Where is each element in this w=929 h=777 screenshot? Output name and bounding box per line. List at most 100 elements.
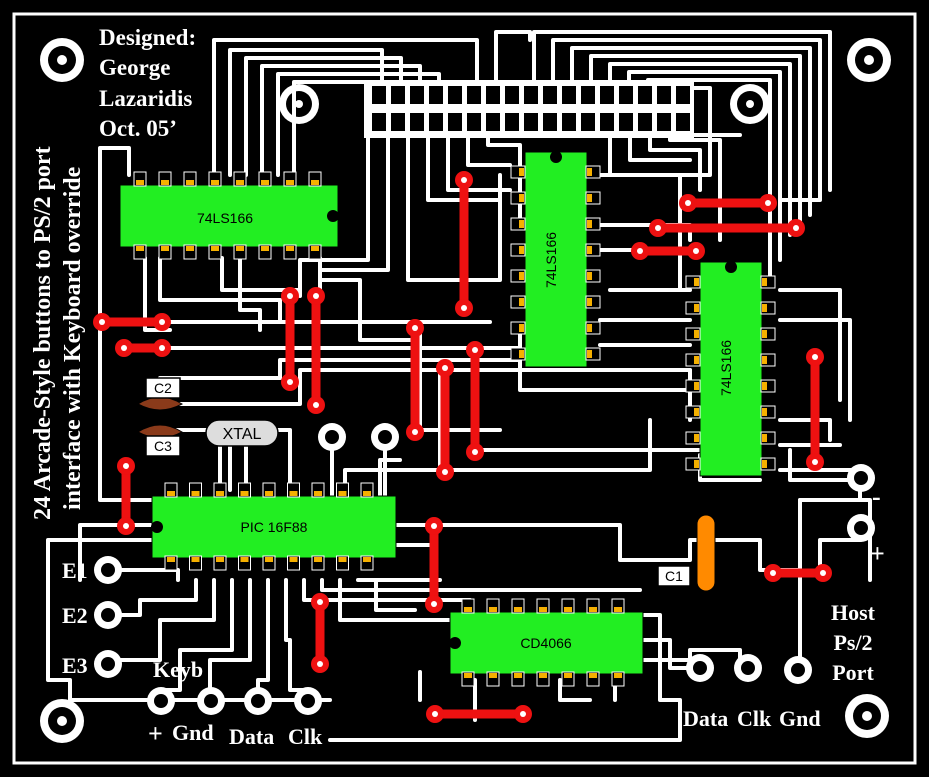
chip-mcu-pad — [265, 491, 273, 496]
chip-u1-pad — [136, 180, 144, 185]
chip-mcu-pad — [216, 557, 224, 562]
input-pad-e1-hole — [101, 563, 115, 577]
header-pin-bottom — [562, 113, 576, 131]
header-pin-top — [448, 86, 462, 104]
header-pin-bottom — [410, 113, 424, 131]
host-line-3: Port — [832, 660, 874, 685]
jumper-hole — [313, 402, 319, 408]
chip-u2-pad — [587, 246, 592, 254]
jumper-hole — [431, 601, 437, 607]
chip-mcu-pad — [363, 557, 371, 562]
header-pin-top — [486, 86, 500, 104]
jumper-hole — [655, 225, 661, 231]
chip-u1-pad — [261, 180, 269, 185]
chip-mcu: PIC 16F88 — [151, 495, 397, 559]
power-pad-plus-hole — [854, 521, 868, 535]
chip-switch-pad — [464, 607, 472, 612]
keyboard-labels: Keyb + Gnd Data Clk — [148, 657, 323, 749]
chip-u1: 74LS166 — [119, 184, 339, 248]
capacitor-c3: C3 — [137, 424, 183, 457]
header-pin-bottom — [505, 113, 519, 131]
chip-u2-pad — [587, 324, 592, 332]
chip-u2-pad — [587, 272, 592, 280]
header-pin-top — [600, 86, 614, 104]
jumper-hole — [123, 463, 129, 469]
header-pin-top — [391, 86, 405, 104]
chip-u3-pad — [762, 408, 767, 416]
chip-u3-label: 74LS166 — [718, 340, 734, 396]
keyboard-pad-plus-hole — [154, 694, 168, 708]
chip-u3-pad — [694, 356, 699, 364]
capacitor-c2-label: C2 — [154, 380, 172, 396]
chip-switch-pad — [514, 607, 522, 612]
chip-switch-pad — [539, 607, 547, 612]
header-pin-top — [562, 86, 576, 104]
chip-switch-pad — [489, 673, 497, 678]
input-label-e3: E3 — [62, 653, 88, 678]
chip-u1-label: 74LS166 — [197, 210, 253, 226]
jumper-hole — [159, 345, 165, 351]
chip-u1-pad — [161, 180, 169, 185]
chip-mcu-pad — [314, 491, 322, 496]
header-pin-top — [657, 86, 671, 104]
chip-switch-label: CD4066 — [520, 635, 572, 651]
capacitor-c1: C1 — [657, 514, 716, 592]
power-minus-label: - — [872, 482, 881, 511]
keyboard-pad-data-hole — [251, 694, 265, 708]
jumper-hole — [472, 347, 478, 353]
chip-u3-pad — [762, 460, 767, 468]
chip-mcu-pad — [338, 491, 347, 496]
chip-u3-pad — [762, 434, 767, 442]
header-pin-top — [543, 86, 557, 104]
header-pin-bottom — [543, 113, 557, 131]
header-pin-top — [619, 86, 633, 104]
header-pin-top — [410, 86, 424, 104]
power-pad-minus-hole — [854, 471, 868, 485]
designer-line-3: Lazaridis — [99, 86, 192, 111]
chip-mcu-pad — [314, 557, 322, 562]
chip-mcu-pad — [216, 491, 224, 496]
header-pin-bottom — [429, 113, 443, 131]
jumper-hole — [765, 200, 771, 206]
chip-u3-pad — [762, 278, 767, 286]
header-pin-top — [467, 86, 481, 104]
mcu-aux-pad-hole — [378, 430, 392, 444]
jumper-hole — [287, 379, 293, 385]
chip-mcu-pad — [167, 557, 175, 562]
chip-u3-pad — [762, 304, 767, 312]
mounting-holes — [40, 38, 891, 743]
terminal-pads — [94, 423, 875, 715]
host-data-label: Data — [683, 706, 728, 731]
chip-u2-pad — [519, 298, 524, 306]
chip-u1-pad — [286, 246, 294, 251]
chip-mcu-pad — [289, 557, 298, 562]
header-pin-bottom — [676, 113, 690, 131]
chip-u3-pad — [694, 434, 699, 442]
chip-u1-pad — [311, 246, 319, 251]
designer-line-1: Designed: — [99, 25, 196, 50]
header-pin-bottom — [600, 113, 614, 131]
chip-u2: 74LS166 — [524, 151, 588, 368]
chip-mcu-pad — [167, 491, 175, 496]
chip-u1-pad — [261, 246, 269, 251]
input-labels: E1 E2 E3 — [62, 558, 88, 678]
chip-mcu-pad — [191, 557, 200, 562]
chip-pads — [133, 165, 776, 687]
host-line-2: Ps/2 — [833, 630, 872, 655]
keyboard-pad-clk-hole — [301, 694, 315, 708]
jumper-hole — [432, 711, 438, 717]
keyboard-data-label: Data — [229, 724, 274, 749]
jumper-hole — [317, 661, 323, 667]
board-outline — [12, 12, 917, 765]
header-pin-top — [676, 86, 690, 104]
header-pin-top — [638, 86, 652, 104]
jumper-hole — [412, 325, 418, 331]
chip-u1-pad — [186, 180, 194, 185]
chip-u3-pad — [694, 330, 699, 338]
chip-switch-pad — [589, 607, 597, 612]
keyboard-plus-label: + — [148, 719, 163, 748]
mcu-aux-pad-hole — [325, 430, 339, 444]
mounting-hole-tr — [847, 38, 891, 82]
power-labels: - + — [870, 482, 885, 568]
